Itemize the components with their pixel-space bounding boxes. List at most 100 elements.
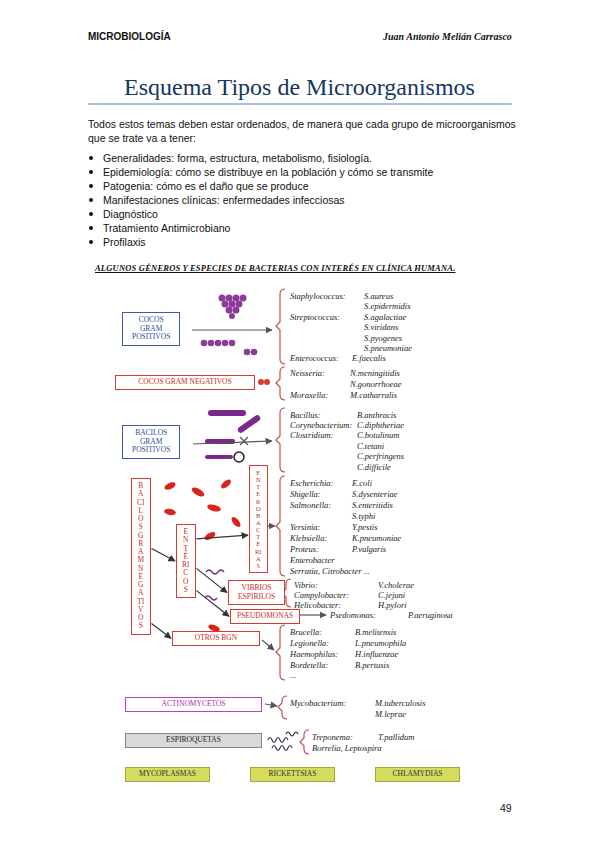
species-name: M.leprae bbox=[375, 709, 406, 719]
species-name: E.faecalis bbox=[352, 353, 386, 363]
species-name: S.pyogenes bbox=[364, 333, 402, 343]
species-name: C.tetani bbox=[357, 441, 384, 451]
species-name: Mycobacterium: bbox=[290, 698, 346, 708]
species-name: Bordetella: bbox=[290, 660, 328, 670]
connector-arrow bbox=[197, 568, 228, 592]
connector-arrow bbox=[197, 591, 230, 617]
species-name: S.aureus bbox=[364, 291, 393, 301]
bullet-item: Generalidades: forma, estructura, metabo… bbox=[103, 151, 372, 165]
species-name: M.tuberculosis bbox=[375, 698, 425, 708]
species-name: C.jejuni bbox=[378, 590, 405, 600]
box-label: BACILOS GRAM POSITIVOS bbox=[132, 429, 170, 455]
bullet-item: Patogenia: cómo es el daño que se produc… bbox=[103, 179, 308, 193]
species-name: S.agalactiae bbox=[364, 312, 406, 322]
species-name: Streptococcus: bbox=[290, 312, 340, 322]
species-name: P.aeruginosa bbox=[408, 610, 452, 620]
species-name: V.cholerae bbox=[378, 580, 414, 590]
category-box: COCOS GRAM NEGATIVOS bbox=[115, 375, 255, 390]
category-box: ESPIROQUETAS bbox=[125, 733, 262, 748]
box-label: COCOS GRAM POSITIVOS bbox=[132, 316, 170, 342]
species-name: Legionella: bbox=[290, 638, 329, 648]
bullet-item: Manifestaciones clínicas: enfermedades i… bbox=[103, 193, 345, 207]
species-name: C.difficile bbox=[357, 462, 391, 472]
species-name: Salmonella: bbox=[290, 500, 331, 510]
species-name: E.coli bbox=[352, 478, 372, 488]
species-name: Neisseria: bbox=[290, 368, 325, 378]
species-name: Staphylococcus: bbox=[290, 291, 346, 301]
species-name: L.pneumophila bbox=[355, 638, 406, 648]
cocci-purple bbox=[201, 295, 258, 356]
box-label: ESPIROQUETAS bbox=[132, 736, 255, 745]
species-name: Brucella: bbox=[290, 627, 322, 637]
species-name: S.dysenteriae bbox=[352, 489, 398, 499]
species-name: Shigella: bbox=[290, 489, 321, 499]
species-name: S.viridans bbox=[364, 322, 398, 332]
species-name: Vibrio: bbox=[294, 580, 318, 590]
species-name: Treponema: bbox=[312, 732, 353, 742]
bullet-item: Diagnóstico bbox=[103, 207, 158, 221]
species-name: Yersinia: bbox=[290, 522, 320, 532]
species-name: S.epidermidis bbox=[364, 301, 411, 311]
bacilli-purple bbox=[205, 410, 261, 462]
species-name: T.pallidum bbox=[378, 732, 414, 742]
species-name: N.gonorrhoeae bbox=[350, 379, 402, 389]
category-box: COCOS GRAM POSITIVOS bbox=[122, 312, 180, 346]
species-name: Campylobacter: bbox=[294, 590, 349, 600]
box-label: COCOS GRAM NEGATIVOS bbox=[122, 378, 248, 387]
species-name: K.pneumoniae bbox=[352, 533, 401, 543]
species-name: Moraxella: bbox=[290, 390, 328, 400]
species-name: Helicobacter: bbox=[294, 600, 341, 610]
species-name: C.diphtheriae bbox=[357, 420, 404, 430]
diagram-subtitle: ALGUNOS GÉNEROS Y ESPECIES DE BACTERIAS … bbox=[95, 263, 455, 274]
species-name: B.melitensis bbox=[355, 627, 396, 637]
author-name: Juan Antonio Melián Carrasco bbox=[383, 31, 512, 43]
connector-arrow bbox=[152, 548, 176, 561]
species-name: C.perfringens bbox=[357, 451, 404, 461]
connector-arrow bbox=[152, 624, 172, 639]
species-name: Enterobacter bbox=[290, 555, 335, 565]
category-box: OTROS BGN bbox=[172, 631, 260, 646]
species-name: B.anthracis bbox=[357, 410, 396, 420]
category-box: ENTEROBACTERIAS bbox=[249, 465, 268, 573]
bullet-item: Tratamiento Antimicrobiano bbox=[103, 221, 230, 235]
category-box: MYCOPLASMAS bbox=[125, 767, 210, 782]
species-name: N.meningitidis bbox=[350, 368, 400, 378]
box-label: ACTINOMYCETOS bbox=[132, 700, 255, 709]
connector-arrow bbox=[197, 535, 249, 539]
category-box: RICKETTSIAS bbox=[250, 767, 335, 782]
species-name: Bacillus: bbox=[290, 410, 321, 420]
species-name: Escherichia: bbox=[290, 478, 333, 488]
species-name: Borrelia, Leptospira bbox=[312, 743, 382, 753]
species-name: Psedomonas: bbox=[330, 610, 376, 620]
species-name: P.vulgaris bbox=[352, 544, 386, 554]
species-name: Corynebacterium: bbox=[290, 420, 352, 430]
spirilla bbox=[205, 570, 224, 600]
intro-paragraph: Todos estos temas deben estar ordenados,… bbox=[88, 117, 516, 145]
species-name: S.pneumoniae bbox=[364, 343, 412, 353]
box-label: MYCOPLASMAS bbox=[132, 770, 203, 779]
title-rule bbox=[88, 104, 512, 105]
species-name: S.typhi bbox=[352, 511, 375, 521]
category-box: PSEUDOMONAS bbox=[230, 609, 300, 624]
species-name: M.catharralis bbox=[350, 390, 397, 400]
page-number: 49 bbox=[500, 802, 512, 814]
species-name: Haemophilus: bbox=[290, 649, 338, 659]
category-box: BACILOS GRAM NEGATIVOS bbox=[131, 478, 151, 635]
page-title: Esquema Tipos de Microorganismos bbox=[0, 72, 599, 102]
species-name: Y.pestis bbox=[352, 522, 377, 532]
species-name: Serratia, Citrobacter ... bbox=[290, 566, 370, 576]
species-name: Klebsiella: bbox=[290, 533, 327, 543]
box-label: ENTÉRICOS bbox=[182, 528, 190, 594]
bullet-item: Profilaxis bbox=[103, 235, 146, 249]
box-label: VIBRIOS ESPIRILOS bbox=[238, 584, 275, 601]
box-label: BACILOS GRAM NEGATIVOS bbox=[137, 482, 145, 631]
species-name: Enterococcus: bbox=[290, 353, 339, 363]
box-label: CHLAMYDIAS bbox=[382, 770, 453, 779]
category-box: CHLAMYDIAS bbox=[375, 767, 460, 782]
diplococci-red bbox=[258, 379, 270, 385]
category-box: BACILOS GRAM POSITIVOS bbox=[122, 425, 180, 459]
species-name: H.pylori bbox=[378, 600, 407, 610]
running-header: MICROBIOLOGÍA bbox=[88, 31, 171, 43]
category-box: ACTINOMYCETOS bbox=[125, 697, 262, 712]
